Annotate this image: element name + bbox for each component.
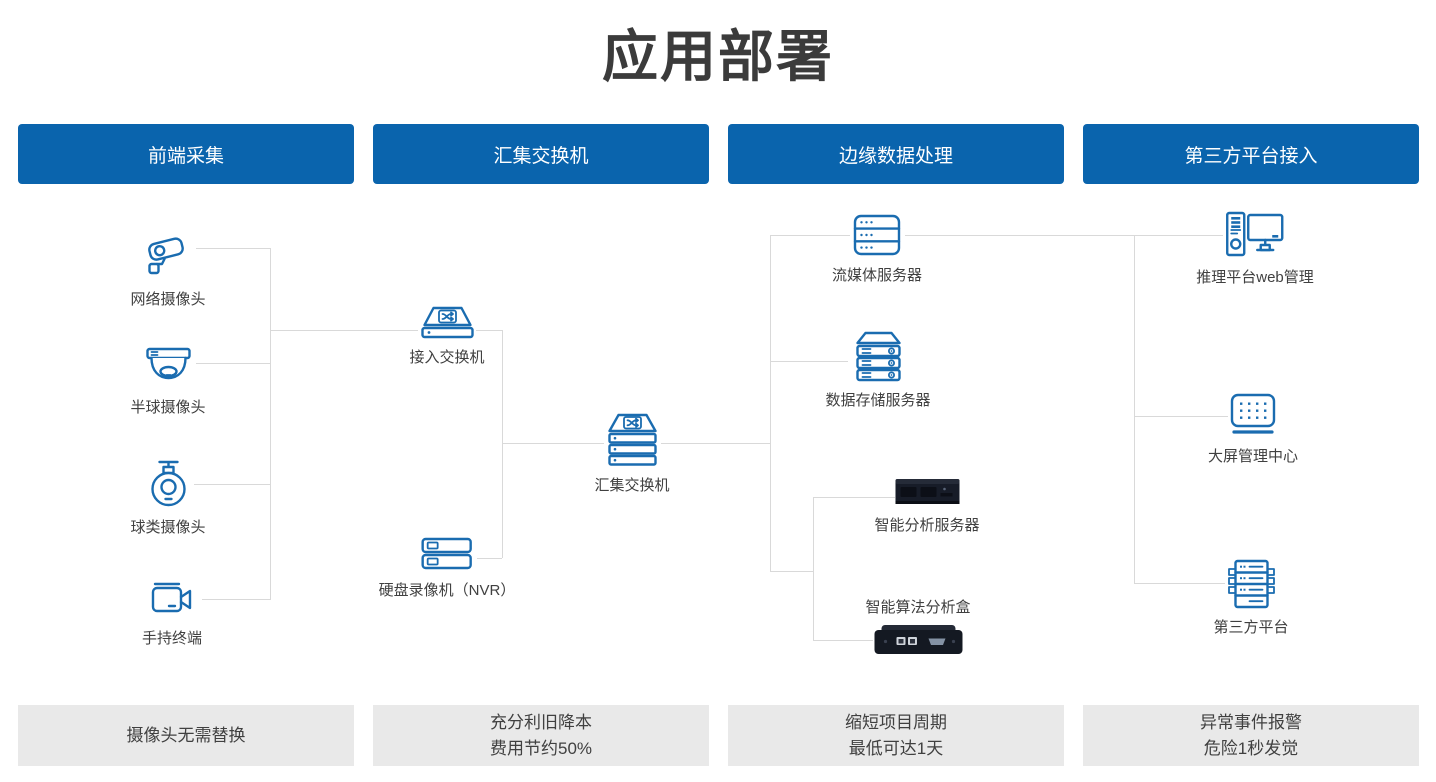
- rack-server-photo: [894, 479, 959, 504]
- node-access-switch: 接入交换机: [409, 304, 485, 367]
- node-ball-camera: 球类摄像头: [130, 458, 206, 537]
- node-label: 半球摄像头: [130, 399, 206, 416]
- node-nvr: 硬盘录像机（NVR）: [378, 535, 516, 600]
- node-storage-server: 数据存储服务器: [825, 329, 931, 410]
- column-footer-front-collection: 摄像头无需替换: [18, 705, 354, 766]
- node-label: 推理平台web管理: [1196, 269, 1314, 286]
- connector-line: [770, 235, 850, 236]
- nvr-recorder-icon: [421, 537, 473, 570]
- node-label: 流媒体服务器: [831, 267, 923, 284]
- column-footer-third-party-access: 异常事件报警 危险1秒发觉: [1083, 705, 1419, 766]
- desktop-computer-icon: [1225, 211, 1284, 257]
- connector-line: [194, 484, 270, 485]
- storage-server-icon: [855, 331, 901, 382]
- node-inference-web: 推理平台web管理: [1196, 208, 1314, 287]
- connector-line: [905, 235, 1223, 236]
- video-camera-icon: [151, 582, 192, 613]
- connector-line: [1134, 416, 1228, 417]
- connector-line: [1134, 235, 1135, 583]
- footer-line: 异常事件报警: [1200, 713, 1302, 732]
- column-footer-edge-processing: 缩短项目周期 最低可达1天: [728, 705, 1064, 766]
- node-analysis-server: 智能分析服务器: [874, 474, 980, 535]
- connector-line: [1134, 583, 1225, 584]
- node-aggregation-switch: 汇集交换机: [594, 412, 670, 495]
- connector-line: [770, 571, 813, 572]
- column-header-aggregation-switch: 汇集交换机: [373, 124, 709, 184]
- node-label: 网络摄像头: [130, 291, 206, 308]
- stacked-switch-icon: [607, 413, 657, 466]
- node-label: 接入交换机: [409, 349, 485, 366]
- connector-line: [477, 558, 502, 559]
- page-title: 应用部署: [602, 25, 834, 88]
- connector-line: [813, 640, 873, 641]
- connector-line: [270, 330, 418, 331]
- node-label: 球类摄像头: [130, 519, 206, 536]
- footer-line: 缩短项目周期: [845, 713, 947, 732]
- node-label: 手持终端: [141, 630, 203, 647]
- node-label: 硬盘录像机（NVR）: [378, 582, 516, 599]
- footer-line: 费用节约50%: [489, 738, 593, 758]
- node-network-camera: 网络摄像头: [130, 228, 206, 309]
- node-screen-center: 大屏管理中心: [1208, 391, 1298, 466]
- connector-line: [502, 330, 503, 558]
- node-label: 智能分析服务器: [874, 517, 980, 534]
- node-third-party: 第三方平台: [1213, 558, 1289, 637]
- node-label: 第三方平台: [1213, 619, 1289, 636]
- footer-line: 危险1秒发觉: [1203, 738, 1299, 758]
- node-algorithm-box: 智能算法分析盒: [865, 596, 971, 656]
- connector-line: [196, 363, 270, 364]
- column-header-front-collection: 前端采集: [18, 124, 354, 184]
- footer-line: 摄像头无需替换: [126, 725, 246, 745]
- column-header-third-party-access: 第三方平台接入: [1083, 124, 1419, 184]
- node-label: 智能算法分析盒: [865, 599, 971, 616]
- connector-line: [270, 248, 271, 600]
- connector-line: [770, 361, 848, 362]
- node-dome-camera: 半球摄像头: [130, 344, 206, 417]
- connector-line: [813, 497, 895, 498]
- connector-line: [202, 599, 270, 600]
- dome-camera-icon: [145, 347, 191, 380]
- connector-line: [813, 497, 814, 640]
- switch-icon: [420, 306, 474, 339]
- edge-box-photo: [873, 625, 962, 654]
- node-streaming-server: 流媒体服务器: [832, 212, 922, 285]
- column-header-edge-processing: 边缘数据处理: [728, 124, 1064, 184]
- connector-line: [661, 443, 770, 444]
- footer-line: 充分利旧降本: [490, 713, 592, 732]
- column-footer-aggregation-switch: 充分利旧降本 费用节约50%: [373, 705, 709, 766]
- server-rack-icon: [1227, 559, 1275, 609]
- node-handheld-terminal: 手持终端: [142, 579, 202, 648]
- connector-line: [502, 443, 604, 444]
- bullet-camera-icon: [147, 237, 184, 275]
- connector-line: [196, 248, 270, 249]
- led-screen-icon: [1230, 393, 1276, 434]
- node-label: 数据存储服务器: [825, 392, 931, 409]
- connector-line: [770, 235, 771, 571]
- server-dots-icon: [853, 214, 901, 256]
- node-label: 大屏管理中心: [1207, 448, 1299, 465]
- node-label: 汇集交换机: [594, 477, 670, 494]
- footer-line: 最低可达1天: [848, 738, 944, 758]
- connector-line: [476, 330, 502, 331]
- ptz-ball-camera-icon: [150, 460, 186, 507]
